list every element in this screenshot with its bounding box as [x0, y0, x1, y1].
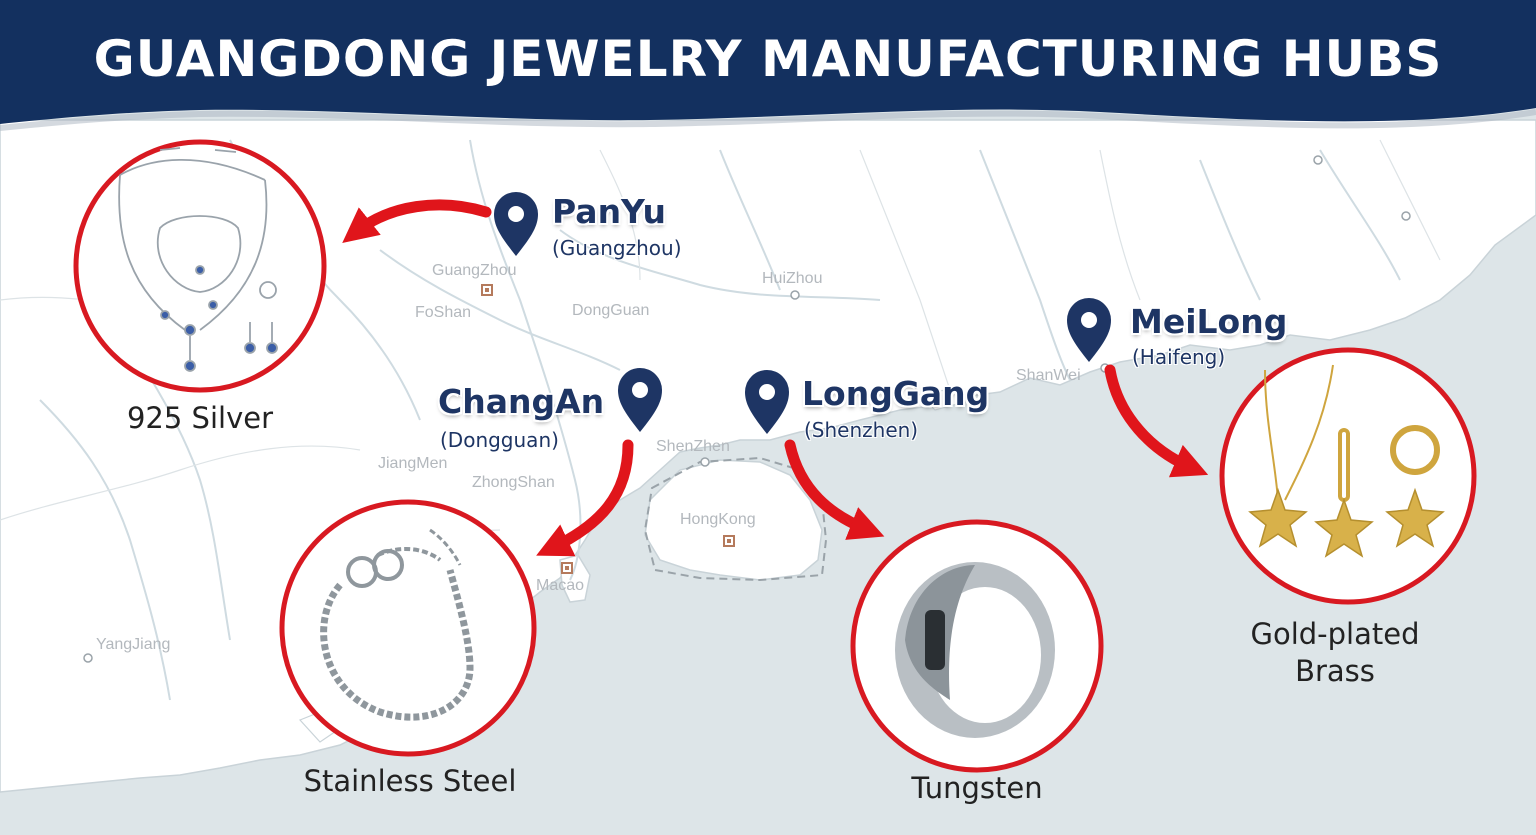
material-label-brass-line1: Gold-plated	[1250, 617, 1420, 651]
island-2	[918, 387, 966, 411]
arrow-meilong-to-brass	[1104, 364, 1209, 478]
city-label-hongkong: HongKong	[680, 511, 756, 528]
hub-sub-longgang: (Shenzhen)	[804, 418, 919, 442]
hub-name-meilong: MeiLong	[1130, 302, 1288, 341]
map-pin-icon	[494, 192, 538, 256]
arrow-changan-to-steel	[536, 439, 634, 557]
material-label-brass-line2: Brass	[1295, 654, 1375, 688]
hongkong-island	[644, 459, 823, 581]
chain-bracelet-icon	[320, 528, 474, 721]
steel-circle	[279, 499, 537, 757]
city-label-guangzhou: GuangZhou	[432, 262, 517, 279]
header-banner	[0, 0, 1536, 124]
map-pin-icon	[745, 370, 789, 434]
city-label-huizhou: HuiZhou	[762, 270, 823, 287]
hub-sub-panyu: (Guangzhou)	[552, 236, 682, 260]
material-label-steel: Stainless Steel	[303, 764, 517, 798]
city-label-macao: Macao	[536, 577, 585, 594]
arrows	[342, 199, 1209, 557]
page-title: GUANGDONG JEWELRY MANUFACTURING HUBS	[93, 30, 1443, 88]
arrow-panyu-to-silver	[342, 199, 492, 243]
city-label-yangjiang: YangJiang	[96, 636, 171, 653]
city-label-jiangmen: JiangMen	[378, 455, 448, 472]
map-pins	[494, 192, 1111, 434]
necklace-set-icon	[118, 147, 278, 372]
hub-name-panyu: PanYu	[552, 192, 667, 231]
city-label-zhongshan: ZhongShan	[472, 474, 555, 491]
material-label-brass: Gold-plated Brass	[1220, 616, 1450, 690]
hub-sub-changan: (Dongguan)	[440, 428, 559, 452]
hongkong-border	[643, 456, 828, 582]
ring-icon	[895, 562, 1055, 738]
material-label-tungsten: Tungsten	[911, 771, 1043, 805]
map-pin-icon	[618, 368, 662, 432]
material-label-silver: 925 Silver	[126, 401, 274, 435]
city-label-shanwei: ShanWei	[1016, 367, 1081, 384]
city-label-foshan: FoShan	[415, 304, 472, 321]
city-label-dongguan: DongGuan	[572, 302, 650, 319]
city-label-shenzhen: ShenZhen	[656, 438, 730, 455]
hub-sub-meilong: (Haifeng)	[1132, 345, 1226, 369]
map-pin-icon	[1067, 298, 1111, 362]
arrow-longgang-to-tungsten	[784, 439, 885, 540]
starfish-earrings-icon	[1248, 364, 1445, 558]
hub-name-longgang: LongGang	[802, 374, 990, 413]
hub-name-changan: ChangAn	[438, 382, 605, 421]
banner-shadow	[0, 109, 1536, 131]
